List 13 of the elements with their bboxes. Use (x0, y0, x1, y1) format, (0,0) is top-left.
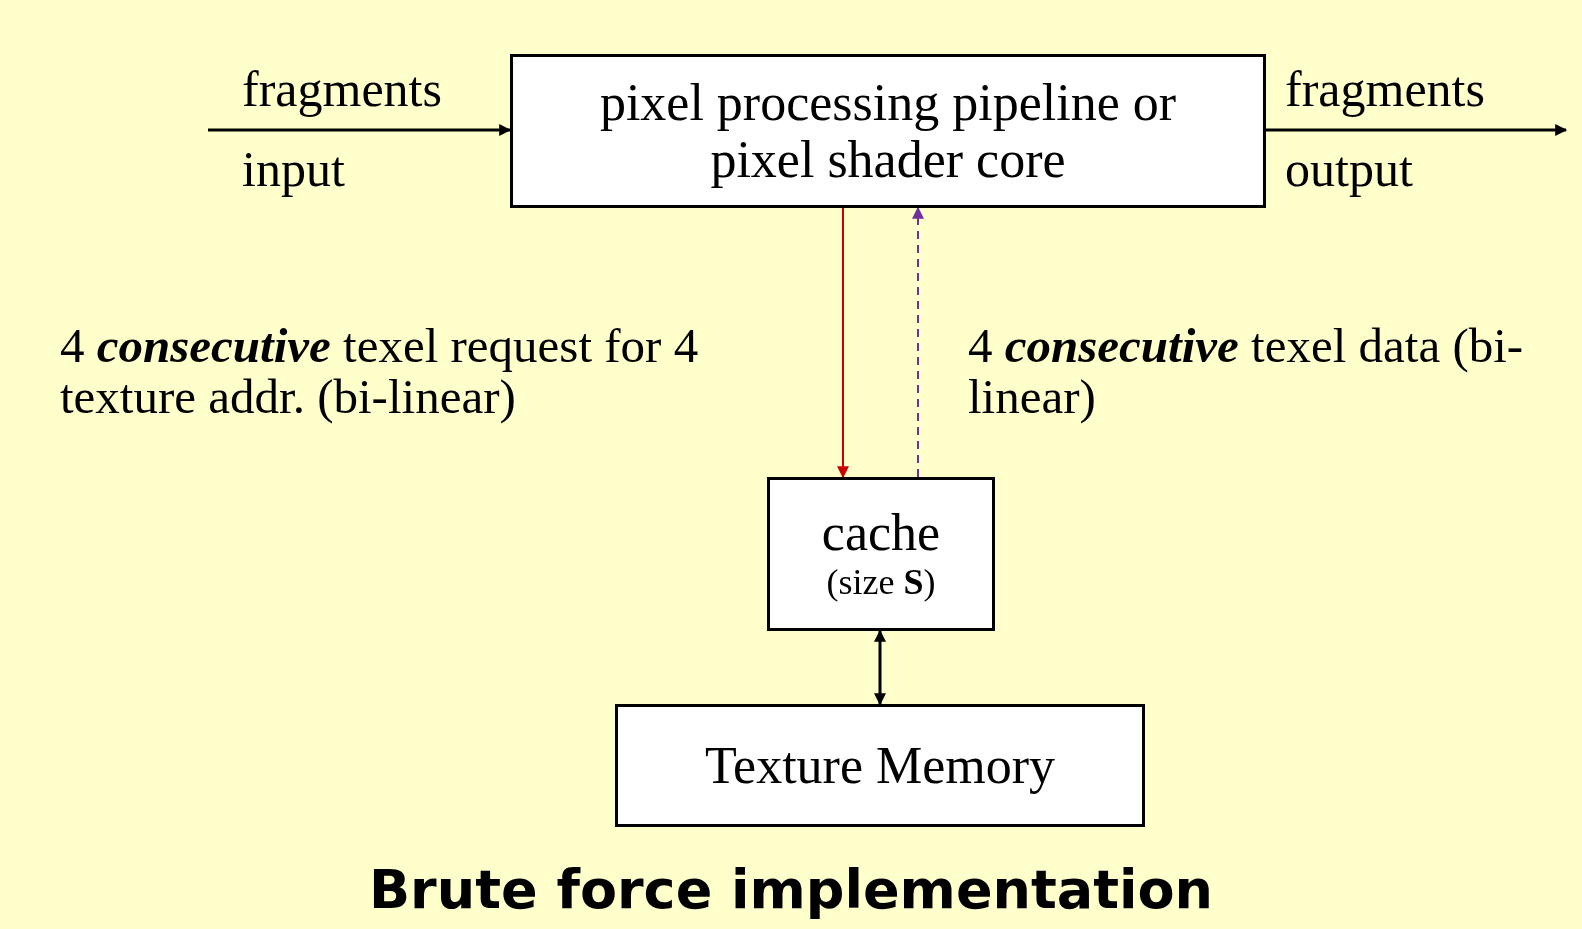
node-text: (size S) (826, 561, 936, 604)
node-text: cache (821, 503, 941, 561)
process-box (615, 704, 1145, 827)
caption: Brute force implementation (367, 858, 1215, 921)
process-box (767, 477, 995, 631)
arrow (837, 207, 849, 479)
arrow (912, 206, 924, 478)
node-text: Texture Memory (704, 736, 1056, 795)
arrow (874, 629, 886, 706)
arrow (1266, 124, 1568, 136)
arrow (208, 124, 512, 136)
node-text: pixel processing pipeline or pixel shader core (598, 73, 1178, 189)
process-box (510, 54, 1266, 208)
